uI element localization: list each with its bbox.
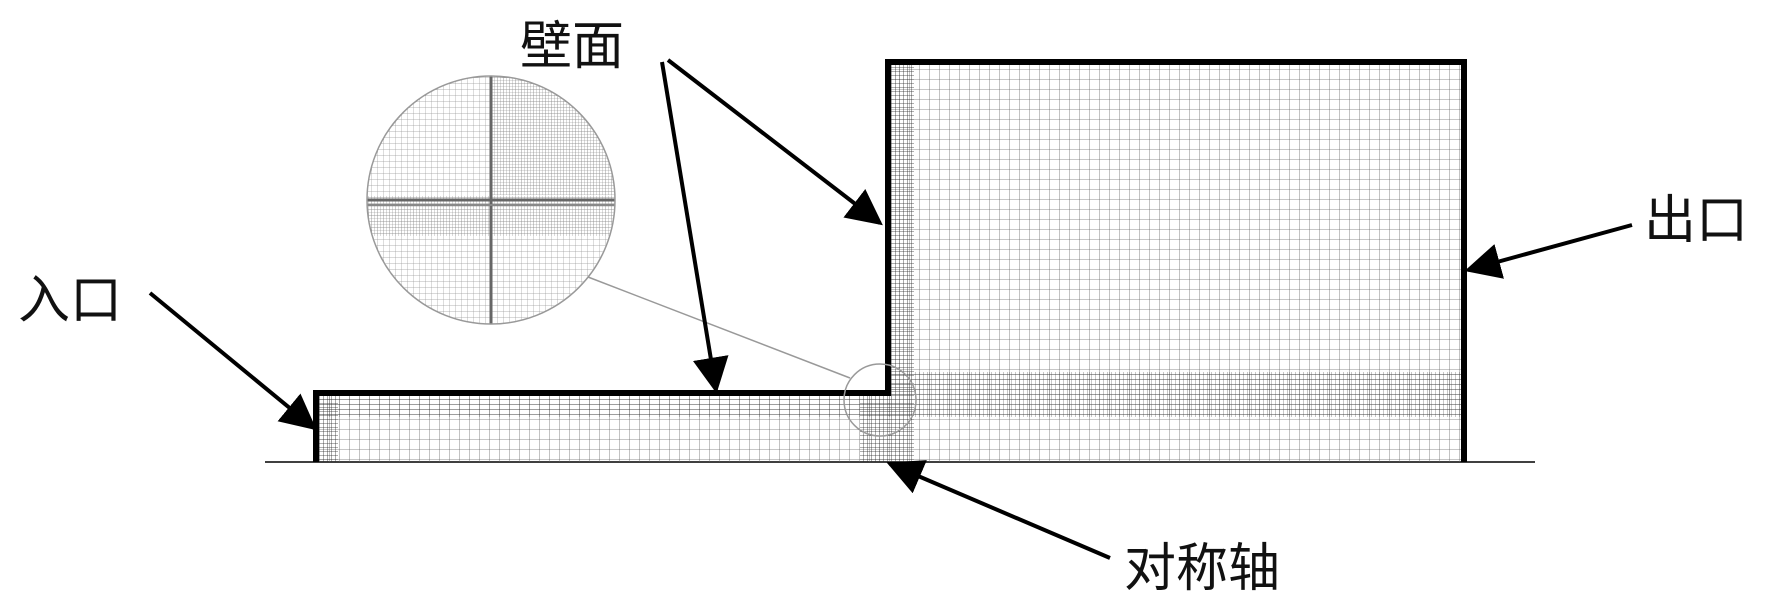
zoom-region-marker [843, 363, 917, 437]
zoom-leader-line [587, 276, 851, 379]
wall-arrows [660, 58, 883, 394]
outlet-arrow [1464, 223, 1633, 279]
axis-arrow [886, 460, 1111, 560]
inlet-arrow [148, 291, 317, 431]
outlet-chamber-mesh [888, 62, 1464, 462]
outlet-label: 出口 [1644, 191, 1748, 251]
wall-arrow-vertical [666, 58, 883, 226]
mesh-zoom-inset [366, 75, 616, 325]
inlet-channel-mesh [316, 393, 890, 462]
wall-arrow-horizontal [660, 61, 729, 394]
axis-label: 对称轴 [1124, 539, 1280, 599]
inlet-label: 入口 [18, 271, 122, 331]
wall-label: 壁面 [520, 17, 624, 77]
